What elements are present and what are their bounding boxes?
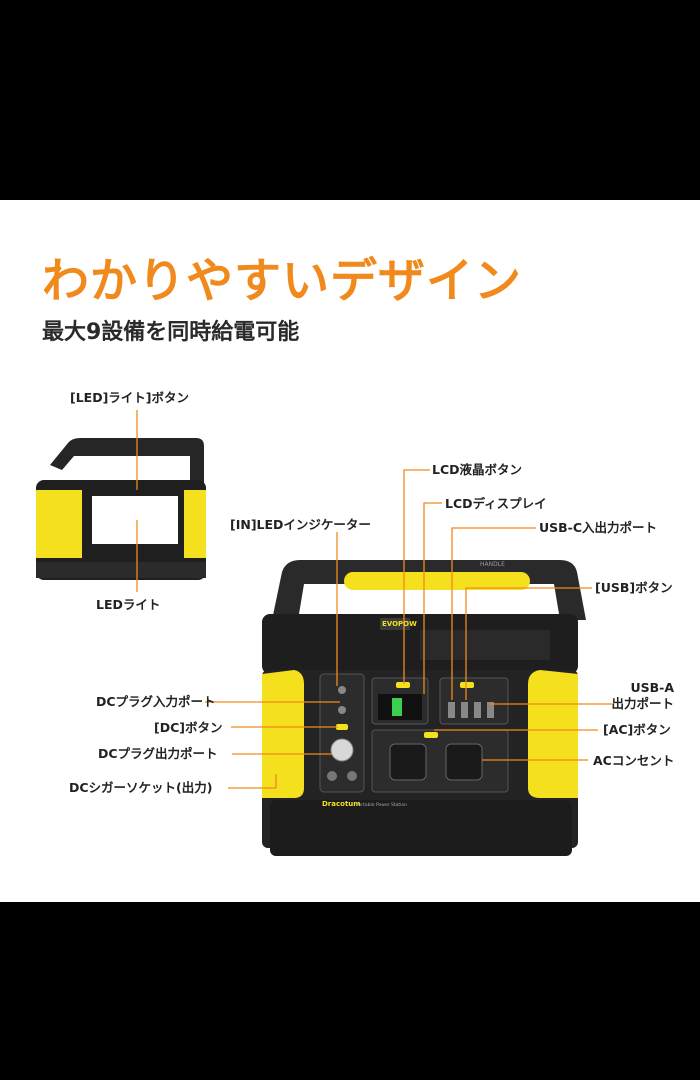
label-lcd-button: LCD液晶ボタン	[432, 462, 523, 477]
brand-text: EVOPOW	[382, 620, 417, 628]
led-side-unit	[36, 438, 206, 580]
label-dc-cigar: DCシガーソケット(出力)	[69, 780, 213, 795]
callout-lines	[136, 410, 612, 789]
model-sub-text: Portable Power Station	[356, 802, 407, 808]
product-panel: わかりやすいデザイン 最大9設備を同時給電可能	[0, 200, 700, 902]
label-usb-button: [USB]ボタン	[595, 580, 673, 595]
label-usba-port: USB-A 出力ポート	[604, 680, 674, 711]
label-usbc-port: USB-C入出力ポート	[539, 520, 658, 535]
model-text: Dracotum	[322, 800, 361, 808]
label-ac-outlet: ACコンセント	[593, 753, 675, 768]
headline: わかりやすいデザイン	[42, 254, 522, 309]
subline: 最大9設備を同時給電可能	[42, 320, 300, 345]
label-led-light: LEDライト	[96, 597, 161, 612]
label-dc-button: [DC]ボタン	[154, 720, 223, 735]
product-illustration: HANDLE EVOPOW Dracotum Portable Power St…	[36, 410, 612, 856]
label-led-button: [LED]ライト]ボタン	[70, 390, 190, 405]
label-in-indicator: [IN]LEDインジケーター	[230, 517, 371, 532]
label-ac-button: [AC]ボタン	[603, 722, 671, 737]
label-lcd-display: LCDディスプレイ	[445, 496, 547, 511]
label-usba-port-line1: USB-A	[630, 680, 674, 695]
label-usba-port-line2: 出力ポート	[611, 695, 674, 711]
label-dc-input: DCプラグ入力ポート	[96, 694, 216, 709]
handle-text: HANDLE	[480, 561, 505, 568]
main-unit	[262, 560, 586, 856]
label-dc-output: DCプラグ出力ポート	[98, 746, 218, 761]
